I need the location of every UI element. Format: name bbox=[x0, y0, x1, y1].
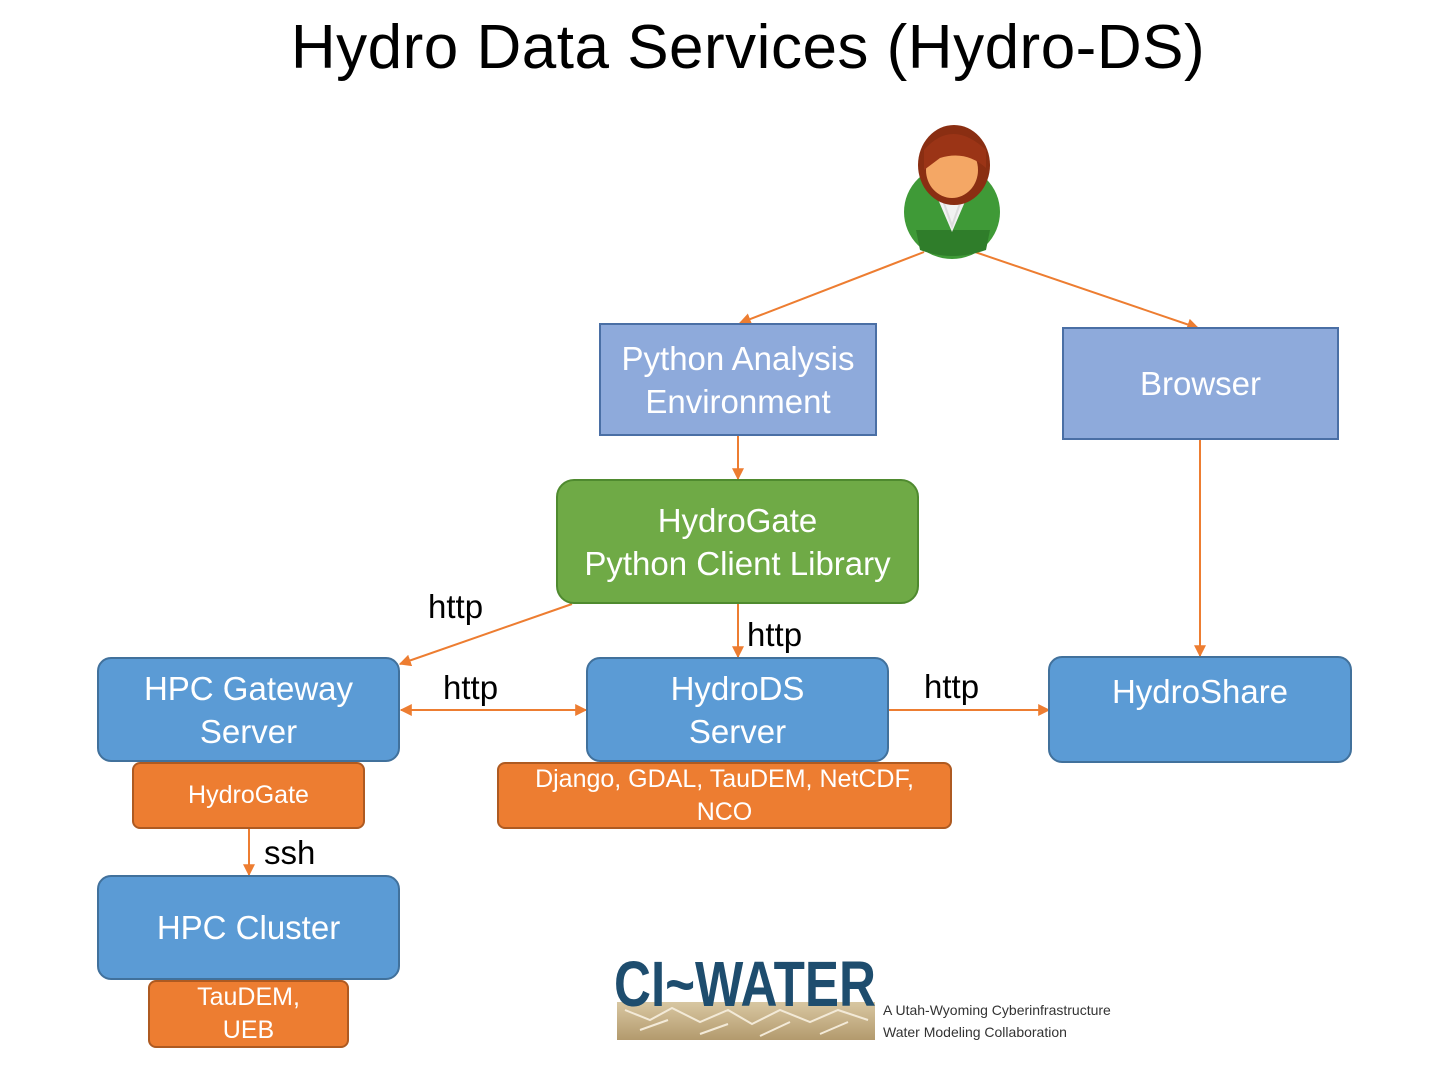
logo-text: CI~WATER bbox=[614, 948, 876, 1020]
edge-label-ssh: ssh bbox=[264, 834, 315, 872]
edge-user-to-browser bbox=[975, 252, 1198, 328]
hpc-gateway-server-box: HPC Gateway Server bbox=[97, 657, 400, 762]
edge-user-to-python bbox=[740, 252, 924, 323]
cluster-tools-component: TauDEM, UEB bbox=[148, 980, 349, 1048]
edge-lib-to-gateway bbox=[400, 604, 572, 664]
hpc-cluster-box: HPC Cluster bbox=[97, 875, 400, 980]
browser-box: Browser bbox=[1062, 327, 1339, 440]
ci-water-logo: CI~WATER bbox=[614, 948, 876, 1040]
brand-tagline-2: Water Modeling Collaboration bbox=[883, 1022, 1067, 1043]
hydrods-tools-component: Django, GDAL, TauDEM, NetCDF, NCO bbox=[497, 762, 952, 829]
edge-label-lib-to-gateway: http bbox=[428, 588, 483, 626]
hydrogate-component: HydroGate bbox=[132, 762, 365, 829]
hydroshare-box: HydroShare bbox=[1048, 656, 1352, 763]
hydrogate-client-library-box: HydroGate Python Client Library bbox=[556, 479, 919, 604]
edge-label-lib-to-hydrods: http bbox=[747, 616, 802, 654]
edge-label-hydrods-to-hydroshare: http bbox=[924, 668, 979, 706]
user-icon bbox=[904, 125, 1000, 259]
edge-label-gateway-hydrods: http bbox=[443, 669, 498, 707]
hydrods-server-box: HydroDS Server bbox=[586, 657, 889, 762]
python-analysis-environment-box: Python Analysis Environment bbox=[599, 323, 877, 436]
brand-tagline-1: A Utah-Wyoming Cyberinfrastructure bbox=[883, 1000, 1111, 1021]
